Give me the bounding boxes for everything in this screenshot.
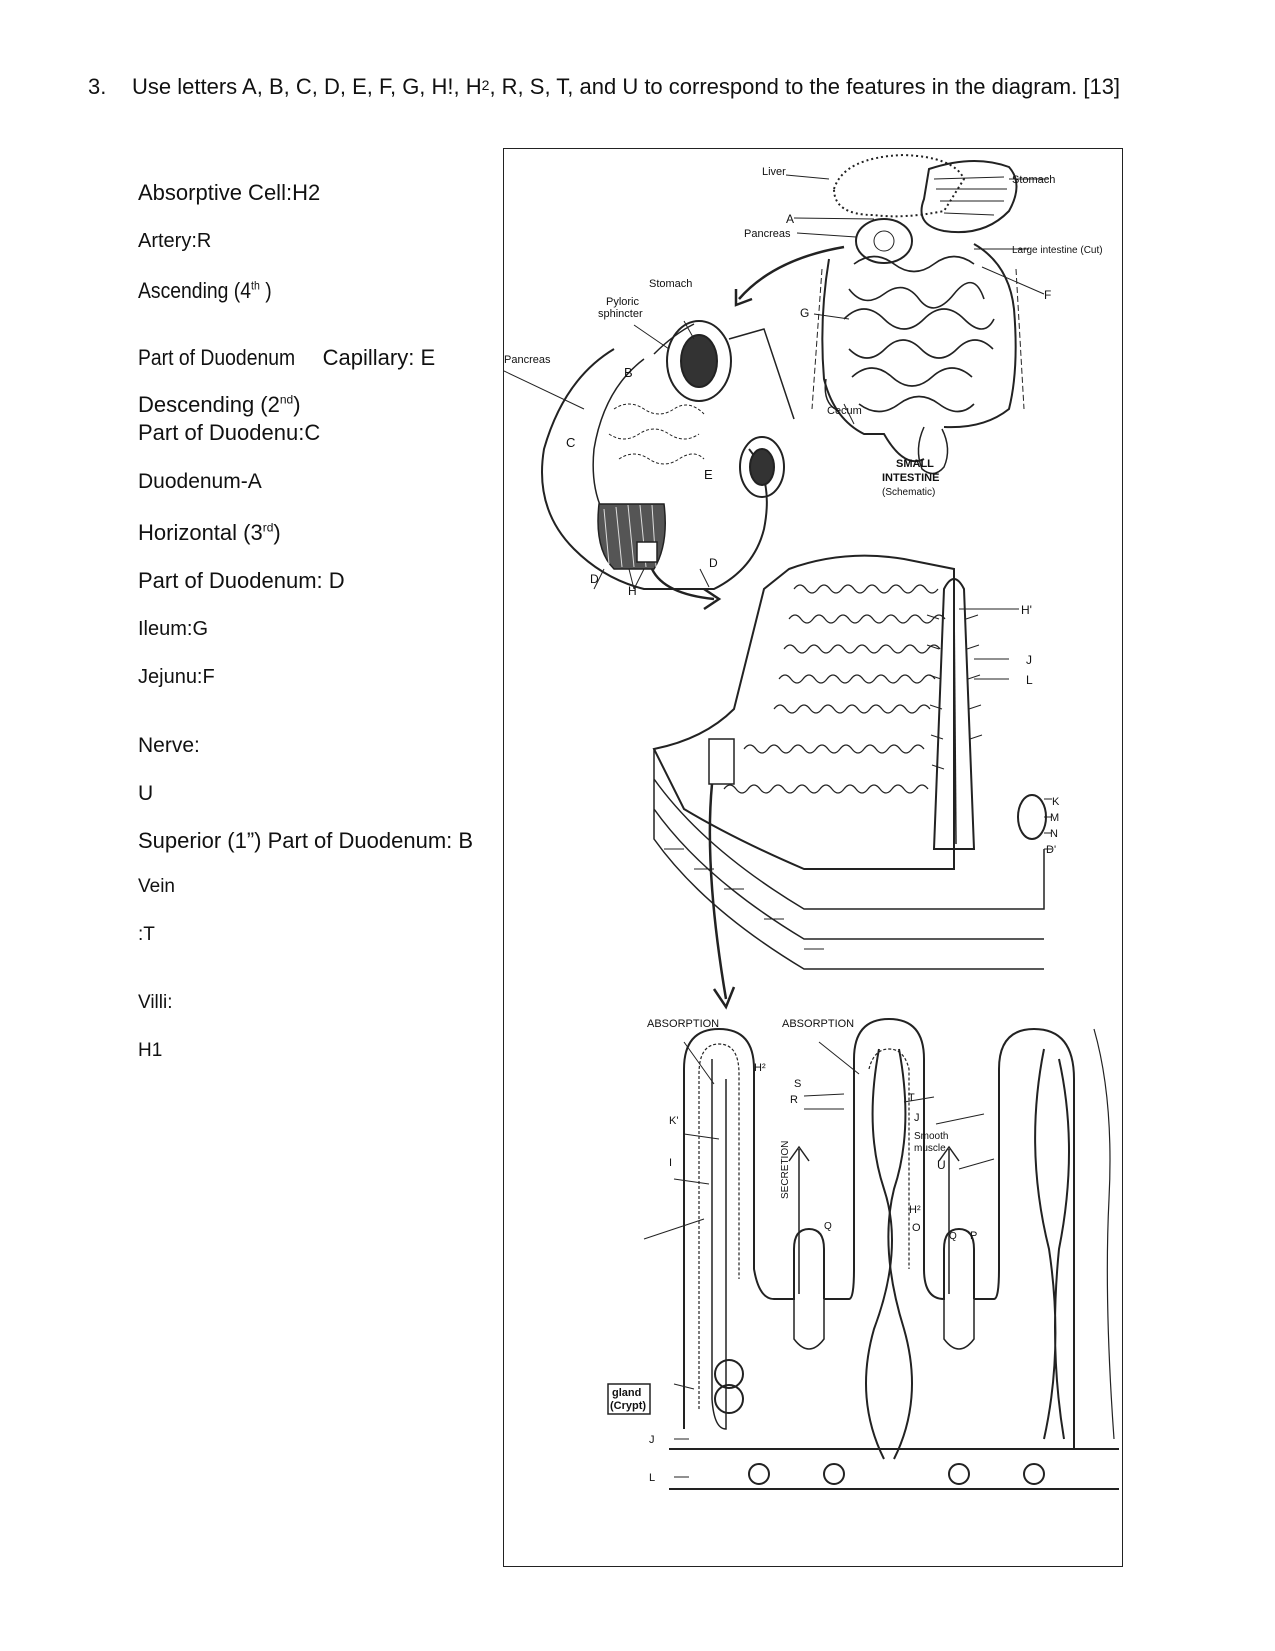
label-q2: Q — [949, 1231, 957, 1242]
intestine-diagram: Liver Stomach A Pancreas Large intestine… — [503, 148, 1123, 1567]
label-h: H — [628, 584, 637, 598]
label-intestine: INTESTINE — [882, 472, 939, 484]
label-k-prime: K' — [669, 1115, 678, 1127]
label-pancreas-top: Pancreas — [744, 228, 791, 240]
question-line: 3. Use letters A, B, C, D, E, F, G, H!, H… — [88, 74, 1120, 100]
answer-descending-sup: nd — [279, 392, 294, 407]
label-m: M — [1050, 812, 1059, 824]
label-stomach-mid: Stomach — [649, 278, 692, 290]
answer-ascending-text: Ascending (4 — [138, 278, 252, 303]
answer-superior: Superior (1”) Part of Duodenum: B — [138, 828, 474, 853]
label-d2: D — [709, 556, 718, 570]
answer-artery: Artery:R — [138, 230, 212, 252]
label-f: F — [1044, 288, 1051, 302]
label-gland: gland — [612, 1387, 641, 1399]
label-j-low: J — [914, 1112, 920, 1124]
label-schematic: (Schematic) — [882, 487, 935, 498]
answer-absorptive-cell: Absorptive Cell:H2 — [138, 180, 321, 205]
answer-ascending-part: Part of Duodenum Capillary: E — [138, 345, 435, 371]
answer-horizontal-sup: rd — [262, 520, 274, 535]
answer-vein-letter: :T — [138, 924, 155, 945]
label-j-mid: J — [1026, 653, 1032, 667]
label-e: E — [704, 467, 713, 482]
label-n: N — [1050, 828, 1058, 840]
answer-villi-letter: H1 — [138, 1040, 163, 1061]
label-large-intestine: Large intestine (Cut) — [1012, 245, 1103, 256]
label-u: U — [937, 1158, 946, 1172]
answer-vein: Vein — [138, 876, 175, 897]
answer-ileum: Ileum:G — [138, 618, 209, 640]
label-t: T — [908, 1092, 915, 1104]
label-absorption-left: ABSORPTION — [647, 1018, 719, 1030]
label-c: C — [566, 435, 575, 450]
answer-horizontal-text: Horizontal (3 — [138, 520, 263, 545]
question-superscript: 2 — [481, 77, 490, 93]
answer-horizontal-tail: ) — [273, 520, 281, 545]
answer-villi: Villi: — [138, 992, 173, 1013]
label-muscle: muscle — [914, 1143, 946, 1154]
abdomen-schematic — [734, 153, 1049, 475]
label-d1: D — [590, 572, 599, 586]
label-crypt: (Crypt) — [610, 1400, 646, 1412]
label-o: O — [912, 1222, 921, 1234]
answer-descending-tail: ) — [293, 392, 301, 417]
villi-cross-section — [607, 1017, 1119, 1490]
label-h2-b: H² — [909, 1204, 921, 1216]
label-s: S — [794, 1078, 801, 1090]
label-stomach-top: Stomach — [1012, 174, 1055, 186]
label-j-bottom: J — [649, 1434, 655, 1446]
label-pancreas-mid: Pancreas — [504, 354, 551, 366]
intestine-diagram-svg: Liver Stomach A Pancreas Large intestine… — [504, 153, 1119, 1490]
answer-ascending-sup: th — [251, 278, 260, 293]
answer-descending: Descending (2nd) — [138, 392, 301, 418]
label-h1: H' — [1021, 603, 1032, 617]
duodenum-drawing — [504, 320, 795, 611]
label-liver: Liver — [762, 166, 786, 178]
label-sphincter: sphincter — [598, 308, 643, 320]
question-number: 3. — [88, 74, 107, 99]
question-text-before: Use letters A, B, C, D, E, F, G, H!, H — [132, 74, 482, 99]
label-small: SMALL — [896, 458, 934, 470]
answer-nerve: Nerve: — [138, 734, 200, 757]
label-l-bottom: L — [649, 1472, 655, 1484]
label-i: I — [669, 1157, 672, 1169]
answer-descending-part: Part of Duodenu:C — [138, 420, 321, 445]
label-secretion: SECRETION — [780, 1141, 791, 1199]
answer-duodenum: Duodenum-A — [138, 470, 262, 493]
villi-block — [652, 554, 1052, 1010]
label-absorption-right: ABSORPTION — [782, 1018, 854, 1030]
answer-horizontal-part: Part of Duodenum: D — [138, 568, 345, 593]
answer-part-duodenum-text: Part of Duodenum — [138, 345, 296, 370]
label-k: K — [1052, 796, 1060, 808]
label-p: P — [970, 1230, 977, 1242]
question-text-after: , R, S, T, and U to correspond to the fe… — [489, 74, 1121, 99]
label-h2-a: H² — [754, 1062, 766, 1074]
label-q1: Q — [824, 1221, 832, 1232]
answer-horizontal: Horizontal (3rd) — [138, 520, 281, 546]
answer-jejunu: Jejunu:F — [138, 666, 215, 688]
label-d-prime: D' — [1046, 844, 1056, 856]
label-r: R — [790, 1094, 798, 1106]
label-pyloric: Pyloric — [606, 296, 640, 308]
answer-ascending: Ascending (4th ) — [138, 278, 290, 304]
label-l-mid: L — [1026, 673, 1033, 687]
answer-nerve-letter: U — [138, 782, 154, 805]
label-b: B — [624, 365, 633, 380]
label-cecum: Cecum — [827, 405, 862, 417]
answer-ascending-tail: ) — [259, 278, 272, 303]
label-g: G — [800, 306, 809, 320]
label-a: A — [786, 212, 794, 226]
answer-descending-text: Descending (2 — [138, 392, 280, 417]
label-smooth: Smooth — [914, 1131, 948, 1142]
answer-capillary-text: Capillary: E — [316, 345, 436, 370]
